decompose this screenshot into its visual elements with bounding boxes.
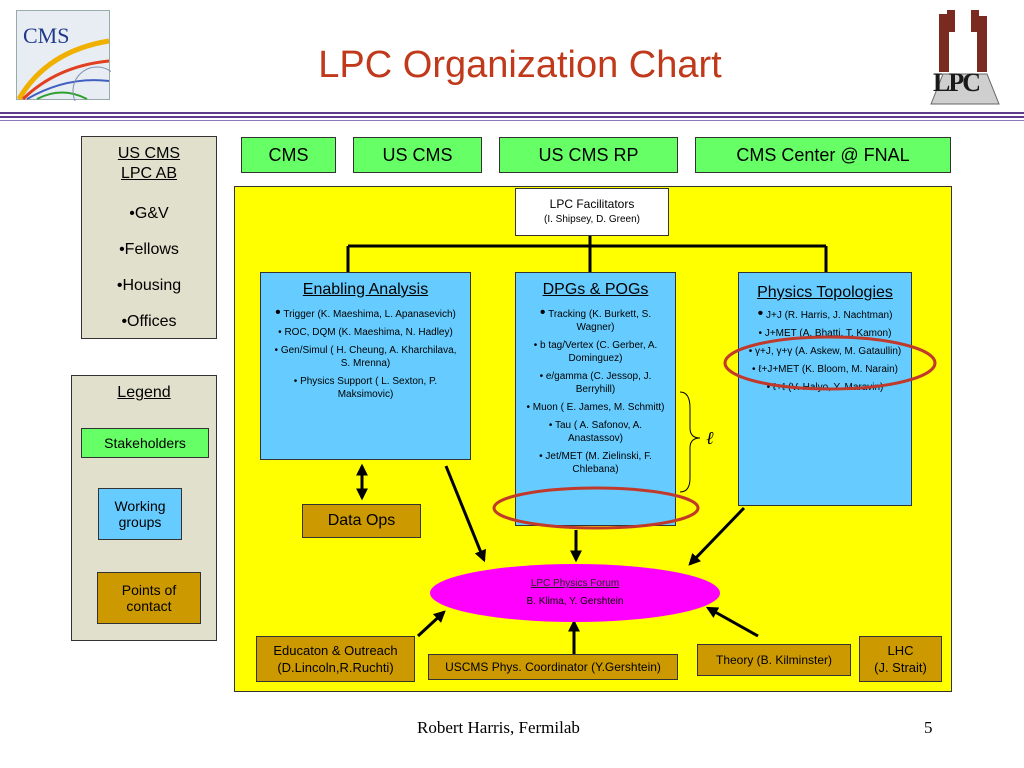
legend-points-of-contact: Points of contact xyxy=(97,572,201,624)
lpc-logo-graphic xyxy=(930,10,1000,105)
lpc-logo: LPC xyxy=(925,8,1005,106)
footer-author: Robert Harris, Fermilab xyxy=(417,718,580,737)
dpgs-pogs-title: DPGs & POGs xyxy=(542,281,649,298)
sidebar-item: •Housing xyxy=(116,277,182,294)
enabling-item: • ROC, DQM (K. Maeshima, N. Hadley) xyxy=(278,327,453,338)
stakeholder-us-cms-rp: US CMS RP xyxy=(499,137,678,173)
sidebar-heading-2: LPC AB xyxy=(120,165,178,182)
lpc-facilitators-box: LPC Facilitators (I. Shipsey, D. Green) xyxy=(515,188,669,236)
phys-coordinator-box: USCMS Phys. Coordinator (Y.Gershtein) xyxy=(428,654,678,680)
physics-item: • ℓ+ℓ (V. Halyo, Y. Maravin) xyxy=(766,382,884,393)
physics-item: • ℓ+J+MET (K. Bloom, M. Narain) xyxy=(751,364,899,375)
physics-item: • γ+J, γ+γ (A. Askew, M. Gataullin) xyxy=(748,346,902,357)
sidebar-item: •Offices xyxy=(121,313,177,330)
lpc-physics-forum: LPC Physics Forum B. Klima, Y. Gershtein xyxy=(430,564,720,622)
cms-logo: CMS xyxy=(16,10,122,116)
cms-logo-text: CMS xyxy=(23,23,70,48)
dpgs-item: • Jet/MET (M. Zielinski, F. Chlebana) xyxy=(539,451,652,475)
physics-item: • J+MET (A. Bhatti, T. Kamon) xyxy=(758,328,892,339)
enabling-analysis-title: Enabling Analysis xyxy=(302,281,429,298)
lpc-logo-text: LPC xyxy=(933,68,981,97)
title-rule-2 xyxy=(0,116,1024,118)
lhc-box: LHC (J. Strait) xyxy=(859,636,942,682)
physics-topologies-box: Physics Topologies • J+J (R. Harris, J. … xyxy=(738,272,912,506)
dpgs-item: • Tau ( A. Safonov, A. Anastassov) xyxy=(548,420,643,444)
physics-item: • J+J (R. Harris, J. Nachtman) xyxy=(757,305,893,322)
education-line-2: (D.Lincoln,R.Ruchti) xyxy=(277,660,394,675)
title-rule xyxy=(0,112,1024,114)
enabling-item: • Trigger (K. Maeshima, L. Apanasevich) xyxy=(275,304,456,321)
enabling-item: • Physics Support ( L. Sexton, P. Maksim… xyxy=(293,376,438,400)
stakeholder-cms: CMS xyxy=(241,137,336,173)
lhc-line-1: LHC xyxy=(887,643,914,658)
sidebar-heading-1: US CMS xyxy=(117,145,181,162)
stakeholder-us-cms: US CMS xyxy=(353,137,482,173)
page-title: LPC Organization Chart xyxy=(318,44,722,86)
dpgs-item: • e/gamma (C. Jessop, J. Berryhill) xyxy=(539,371,652,395)
enabling-analysis-box: Enabling Analysis • Trigger (K. Maeshima… xyxy=(260,272,471,460)
legend-title: Legend xyxy=(117,384,171,401)
education-outreach-box: Educaton & Outreach (D.Lincoln,R.Ruchti) xyxy=(256,636,415,682)
enabling-item: • Gen/Simul ( H. Cheung, A. Kharchilava,… xyxy=(274,345,457,369)
legend-box: Legend Stakeholders Working groups Point… xyxy=(71,375,217,641)
facilitators-title: LPC Facilitators xyxy=(549,197,635,211)
ell-symbol: ℓ xyxy=(706,428,714,449)
sidebar-item: •Fellows xyxy=(119,241,179,258)
legend-working-groups: Working groups xyxy=(98,488,182,540)
legend-stakeholders: Stakeholders xyxy=(81,428,209,458)
forum-title: LPC Physics Forum xyxy=(530,578,620,589)
dpgs-item: • b tag/Vertex (C. Gerber, A. Dominguez) xyxy=(533,340,658,364)
page-number: 5 xyxy=(924,718,933,737)
dpgs-item: • Muon ( E. James, M. Schmitt) xyxy=(526,402,665,413)
sidebar-item: •G&V xyxy=(129,205,169,222)
title-rule-3 xyxy=(0,120,1024,121)
lhc-line-2: (J. Strait) xyxy=(874,660,927,675)
facilitators-names: (I. Shipsey, D. Green) xyxy=(544,214,640,225)
education-line-1: Educaton & Outreach xyxy=(273,643,398,658)
data-ops-box: Data Ops xyxy=(302,504,421,538)
physics-topologies-title: Physics Topologies xyxy=(757,284,893,301)
dpgs-pogs-box: DPGs & POGs • Tracking (K. Burkett, S. W… xyxy=(515,272,676,526)
sidebar-box: US CMS LPC AB •G&V •Fellows •Housing •Of… xyxy=(81,136,217,339)
forum-names: B. Klima, Y. Gershtein xyxy=(526,596,624,607)
stakeholder-cms-center-fnal: CMS Center @ FNAL xyxy=(695,137,951,173)
theory-box: Theory (B. Kilminster) xyxy=(697,644,851,676)
dpgs-item: • Tracking (K. Burkett, S. Wagner) xyxy=(539,304,652,334)
